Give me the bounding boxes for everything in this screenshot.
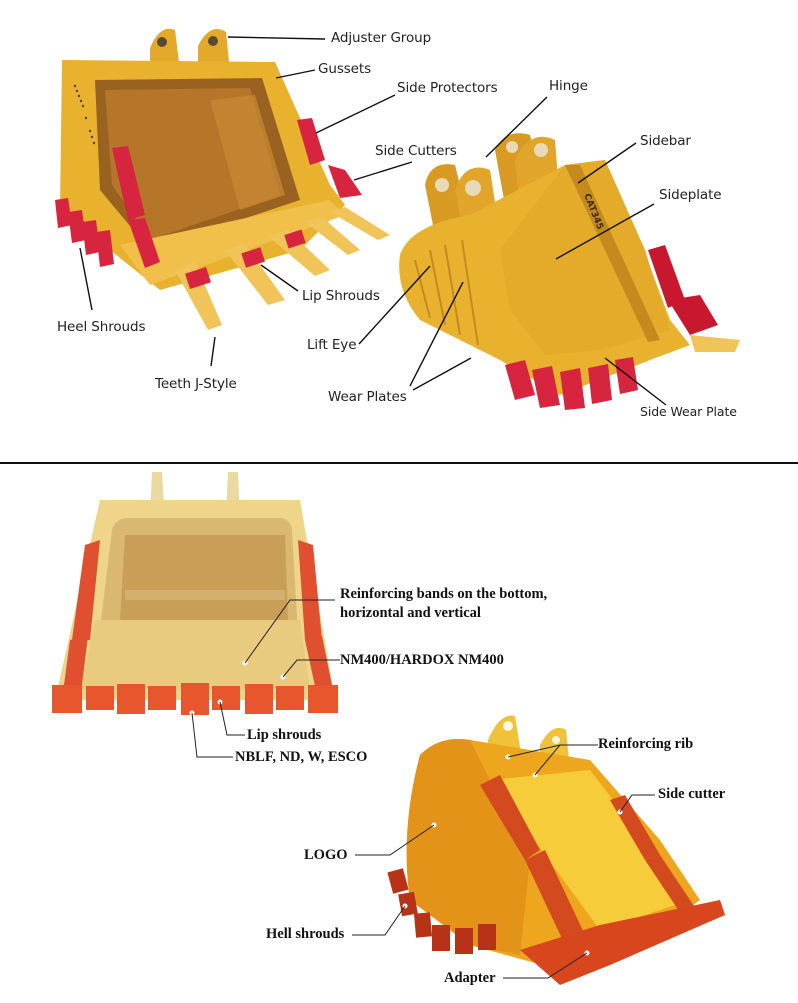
label-sideplate: Sideplate <box>659 187 722 203</box>
label-logo: LOGO <box>304 847 348 863</box>
label-adjuster-group: Adjuster Group <box>331 30 432 46</box>
top-bucket-diagram: CAT345 Adjuster Group Gussets Side Prote… <box>0 0 798 462</box>
left-bucket-image <box>55 28 390 330</box>
bottom-leader-lines <box>191 599 655 979</box>
bottom-bucket-illustration <box>52 472 725 985</box>
top-leader-lines <box>79 36 667 406</box>
front-bucket-image <box>52 472 338 716</box>
label-reinforcing-bands-line1: Reinforcing bands on the bottom, <box>340 586 548 602</box>
panel-divider <box>0 462 798 464</box>
label-reinforcing-rib: Reinforcing rib <box>598 736 694 752</box>
label-side-protectors: Side Protectors <box>397 80 498 96</box>
angled-bucket-image <box>387 715 725 985</box>
label-teeth-j-style: Teeth J-Style <box>155 376 237 392</box>
right-bucket-image: CAT345 <box>399 133 740 410</box>
label-adapter: Adapter <box>444 970 496 986</box>
label-teeth-systems: NBLF, ND, W, ESCO <box>235 749 368 765</box>
label-reinforcing-bands: Reinforcing bands on the bottom, horizon… <box>340 585 547 623</box>
bottom-bucket-diagram: Reinforcing bands on the bottom, horizon… <box>0 465 798 1003</box>
label-lift-eye: Lift Eye <box>307 337 357 353</box>
label-side-cutter: Side cutter <box>658 786 726 802</box>
label-hell-shrouds: Hell shrouds <box>266 926 345 942</box>
label-hinge: Hinge <box>549 78 588 94</box>
label-nm400: NM400/HARDOX NM400 <box>340 652 504 668</box>
label-lip-shrouds: Lip Shrouds <box>302 288 380 304</box>
label-side-cutters: Side Cutters <box>375 143 457 159</box>
label-side-wear-plate: Side Wear Plate <box>640 404 737 419</box>
label-gussets: Gussets <box>318 61 372 77</box>
label-reinforcing-bands-line2: horizontal and vertical <box>340 605 481 621</box>
label-sidebar: Sidebar <box>640 133 691 149</box>
label-wear-plates: Wear Plates <box>328 389 407 405</box>
label-heel-shrouds: Heel Shrouds <box>57 319 146 335</box>
label-lip-shrouds: Lip shrouds <box>247 727 322 743</box>
top-bucket-illustration: CAT345 <box>55 28 740 410</box>
